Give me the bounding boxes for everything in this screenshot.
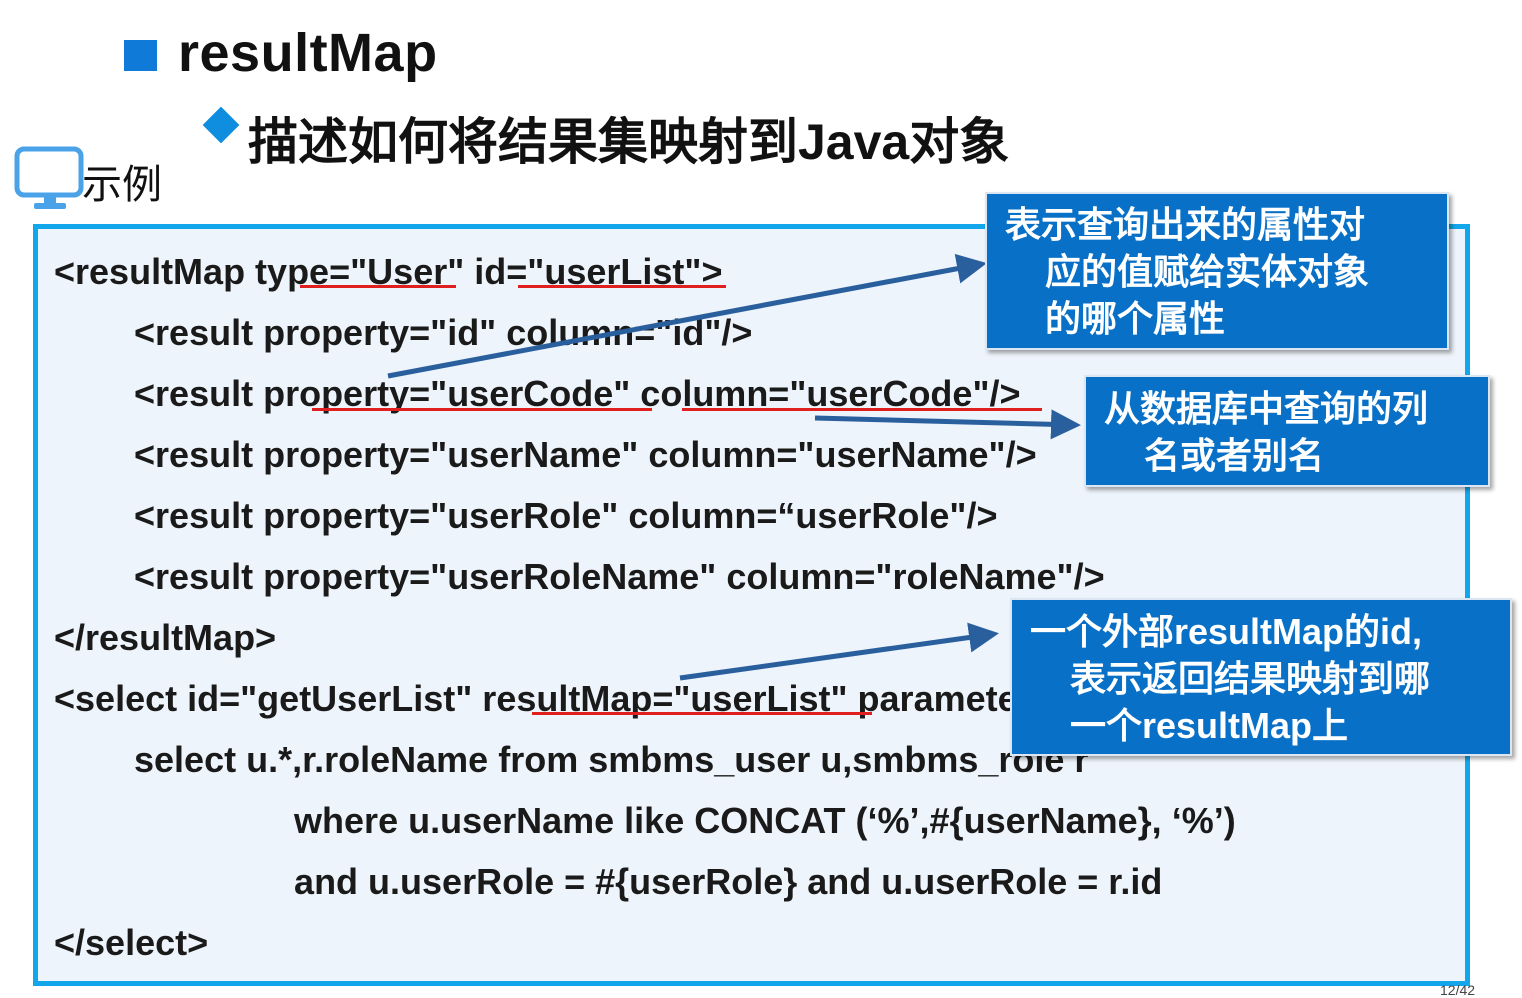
callout-line: 名或者别名 xyxy=(1104,435,1325,476)
example-label: 示例 xyxy=(82,163,162,207)
underline-id xyxy=(518,285,726,288)
underline-column xyxy=(682,408,1042,411)
square-bullet-icon xyxy=(124,40,157,71)
callout-line: 应的值赋给实体对象 xyxy=(1005,251,1370,292)
code-line: <result property="userRoleName" column="… xyxy=(54,556,1105,597)
code-line: and u.userRole = #{userRole} and u.userR… xyxy=(54,861,1163,902)
code-line: </select> xyxy=(54,922,209,963)
callout-resultmap: 一个外部resultMap的id, 表示返回结果映射到哪 一个resultMap… xyxy=(1010,598,1512,756)
callout-column: 从数据库中查询的列 名或者别名 xyxy=(1084,375,1490,487)
arrow-to-property-callout xyxy=(387,253,987,379)
monitor-icon xyxy=(14,146,84,209)
callout-line: 从数据库中查询的列 xyxy=(1104,388,1429,429)
code-line: where u.userName like CONCAT (‘%’,#{user… xyxy=(54,800,1236,841)
slide-title: resultMap xyxy=(178,23,438,83)
arrow-to-column-callout xyxy=(814,409,1081,440)
code-block: <resultMap type="User" id="userList"> <r… xyxy=(33,224,1470,986)
callout-line: 表示查询出来的属性对 xyxy=(1005,204,1366,245)
code-line: <result property="userName" column="user… xyxy=(54,434,1037,475)
callout-line: 一个resultMap上 xyxy=(1030,705,1349,746)
code-line: <result property="userCode" column="user… xyxy=(54,373,1021,414)
code-line: </resultMap> xyxy=(54,617,277,658)
underline-resultmap xyxy=(532,712,872,715)
arrow-to-resultmap-callout xyxy=(679,622,999,681)
callout-line: 一个外部resultMap的id, xyxy=(1030,611,1423,652)
callout-line: 的哪个属性 xyxy=(1005,298,1226,339)
page-number: 12/42 xyxy=(1440,982,1476,998)
code-line: <result property="userRole" column=“user… xyxy=(54,495,998,536)
underline-property xyxy=(312,408,652,411)
underline-type xyxy=(300,285,456,288)
callout-property: 表示查询出来的属性对 应的值赋给实体对象 的哪个属性 xyxy=(985,192,1449,350)
callout-line: 表示返回结果映射到哪 xyxy=(1030,658,1431,699)
slide-subtitle: 描述如何将结果集映射到Java对象 xyxy=(248,114,1010,170)
